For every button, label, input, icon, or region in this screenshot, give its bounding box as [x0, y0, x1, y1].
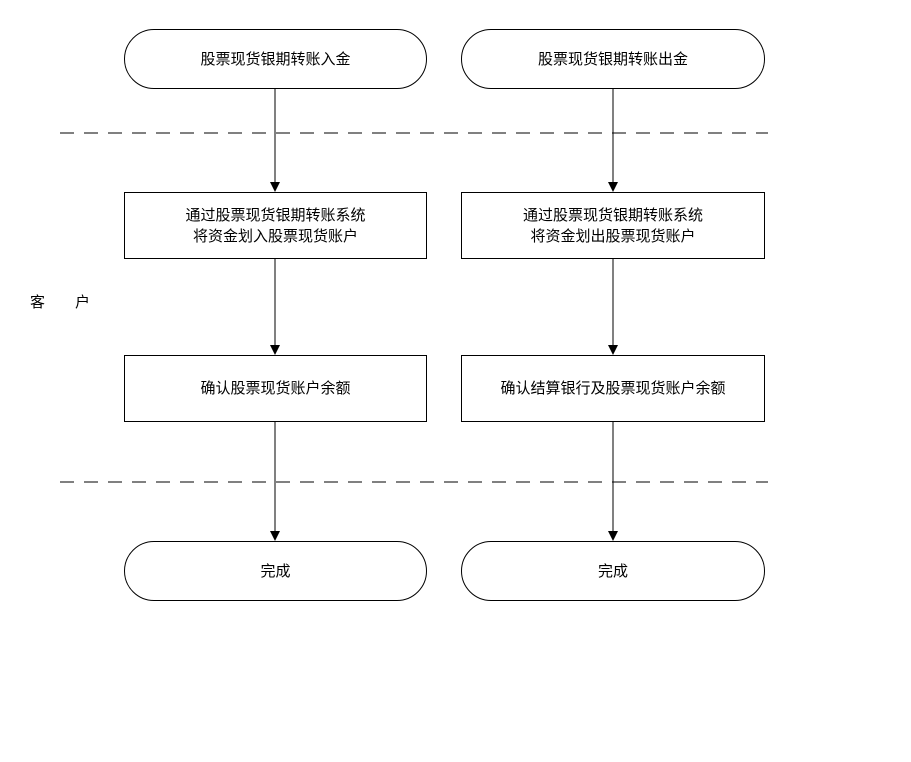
left-confirm-label: 确认股票现货账户余额	[200, 379, 351, 397]
left-confirm-step: 确认股票现货账户余额	[124, 355, 427, 422]
left-done-label: 完成	[260, 561, 291, 580]
right-done-terminal: 完成	[461, 541, 765, 601]
right-confirm-label: 确认结算银行及股票现货账户余额	[500, 379, 726, 397]
left-transfer-label: 通过股票现货银期转账系统 将资金划入股票现货账户	[185, 205, 366, 245]
right-start-terminal: 股票现货银期转账出金	[461, 29, 765, 89]
left-done-terminal: 完成	[124, 541, 427, 601]
right-done-label: 完成	[597, 561, 628, 580]
left-transfer-step: 通过股票现货银期转账系统 将资金划入股票现货账户	[124, 192, 427, 259]
right-transfer-label: 通过股票现货银期转账系统 将资金划出股票现货账户	[522, 205, 703, 245]
lane-label-customer: 客户	[30, 293, 121, 311]
right-start-label: 股票现货银期转账出金	[537, 49, 688, 68]
right-transfer-step: 通过股票现货银期转账系统 将资金划出股票现货账户	[461, 192, 765, 259]
left-start-label: 股票现货银期转账入金	[200, 49, 351, 68]
left-start-terminal: 股票现货银期转账入金	[124, 29, 427, 89]
right-confirm-step: 确认结算银行及股票现货账户余额	[461, 355, 765, 422]
